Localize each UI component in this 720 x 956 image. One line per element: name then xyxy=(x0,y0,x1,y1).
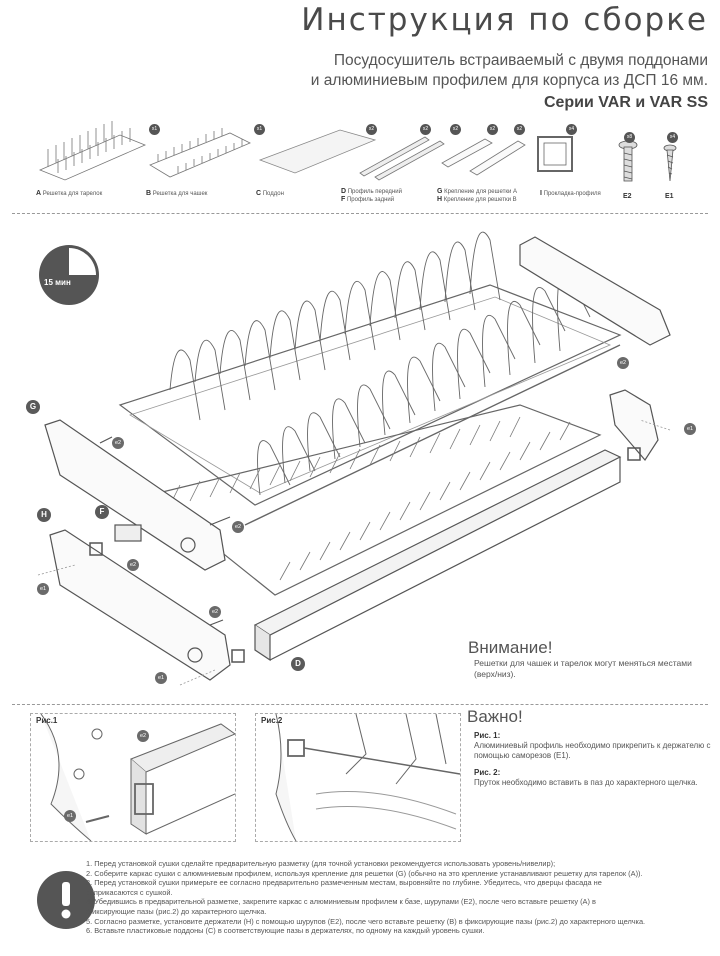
instructions-list: 1. Перед установкой сушки сделайте предв… xyxy=(86,859,645,936)
qty-badge-d: x2 xyxy=(420,124,431,135)
figure-1-callout-e2: e2 xyxy=(137,730,149,742)
part-b-cup-rack-icon xyxy=(149,128,251,178)
callout-g: G xyxy=(26,400,40,414)
warning-text: Решетки для чашек и тарелок могут менять… xyxy=(474,658,692,679)
callout-e2-5: e2 xyxy=(617,357,629,369)
qty-badge-c: x2 xyxy=(366,124,377,135)
instruction-line: 2. Соберите каркас сушки с алюминиевым п… xyxy=(86,868,643,878)
part-e1-screw-icon xyxy=(663,144,677,182)
instruction-line: 3. Перед установкой сушки примерьте ее с… xyxy=(86,878,602,888)
timer-label: 15 мин xyxy=(44,278,71,287)
assembly-diagram xyxy=(37,231,671,686)
subtitle-line-1: Посудосушитель встраиваемый с двумя подд… xyxy=(333,52,708,69)
qty-badge-b: x1 xyxy=(254,124,265,135)
qty-badge-g: x2 xyxy=(487,124,498,135)
separator-line-2 xyxy=(12,704,708,705)
callout-e2-3: e2 xyxy=(127,559,139,571)
figure-1-label: Рис.1 xyxy=(36,716,58,725)
instruction-line: фиксирующие пазы (рис.2) до характерного… xyxy=(86,906,267,916)
page-title: Инструкция по сборке xyxy=(301,2,708,38)
part-label-c: C Поддон xyxy=(256,190,284,197)
part-d-f-profile-icon xyxy=(359,136,445,181)
important-title: Важно! xyxy=(467,707,523,726)
qty-badge-a: x1 xyxy=(149,124,160,135)
instruction-line: 6. Вставьте пластиковые поддоны (C) в со… xyxy=(86,926,485,936)
figure-2-illustration xyxy=(275,714,460,841)
warning-title: Внимание! xyxy=(468,638,553,657)
callout-e1-1: e1 xyxy=(37,583,49,595)
part-label-h: H Крепление для решетки B xyxy=(437,196,517,203)
figure-1 xyxy=(30,713,236,842)
timer-icon xyxy=(39,245,99,305)
instruction-line: 1. Перед установкой сушки сделайте предв… xyxy=(86,859,556,868)
figure-1-illustration xyxy=(40,714,235,841)
callout-e2-4: e2 xyxy=(209,606,221,618)
part-i-spacer-icon xyxy=(537,136,573,172)
important-fig1-text: Алюминиевый профиль необходимо прикрепит… xyxy=(474,741,711,760)
important-fig2-heading: Рис. 2: xyxy=(474,768,501,777)
callout-e1-3: e1 xyxy=(684,423,696,435)
figure-2 xyxy=(255,713,461,842)
part-c-tray-icon xyxy=(258,129,377,174)
part-label-a: A Решетка для тарелок xyxy=(36,190,103,197)
instruction-line: 5. Согласно разметке, установите держате… xyxy=(86,916,646,926)
callout-e1-2: e1 xyxy=(155,672,167,684)
part-label-f: F Профиль задний xyxy=(341,196,395,203)
callout-h: H xyxy=(37,508,51,522)
qty-badge-h: x2 xyxy=(514,124,525,135)
qty-badge-i: x4 xyxy=(566,124,577,135)
part-label-e2: E2 xyxy=(623,193,632,200)
part-label-e1: E1 xyxy=(665,193,674,200)
series-label: Серии VAR и VAR SS xyxy=(543,94,708,111)
callout-f: F xyxy=(95,505,109,519)
important-fig2-text: Пруток необходимо вставить в паз до хара… xyxy=(474,778,698,787)
part-label-i: I Прокладка-профиля xyxy=(540,190,601,197)
part-g-h-holder-icon xyxy=(441,138,526,176)
parts-illustrations xyxy=(38,121,677,182)
subtitle-line-2: и алюминиевым профилем для корпуса из ДС… xyxy=(310,72,708,89)
qty-badge-f: x2 xyxy=(450,124,461,135)
exclamation-icon xyxy=(37,871,95,929)
part-e2-screw-icon xyxy=(618,140,638,182)
instruction-line: соприкасаются с сушкой. xyxy=(86,887,173,897)
callout-e2-1: e2 xyxy=(112,437,124,449)
figure-2-label: Рис.2 xyxy=(261,716,283,725)
qty-badge-e1: x4 xyxy=(667,132,678,143)
part-a-plate-rack-icon xyxy=(38,121,147,181)
callout-d: D xyxy=(291,657,305,671)
qty-badge-e2: x8 xyxy=(624,132,635,143)
separator-line xyxy=(12,213,708,214)
important-fig1-heading: Рис. 1: xyxy=(474,731,501,740)
part-label-g: G Крепление для решетки A xyxy=(437,188,517,195)
callout-e2-2: e2 xyxy=(232,521,244,533)
figure-1-callout-e1: e1 xyxy=(64,810,76,822)
part-label-b: B Решетка для чашек xyxy=(146,190,208,197)
part-label-d: D Профиль передний xyxy=(341,188,402,195)
instruction-line: 4. Убедившись в предварительной разметке… xyxy=(86,897,596,907)
